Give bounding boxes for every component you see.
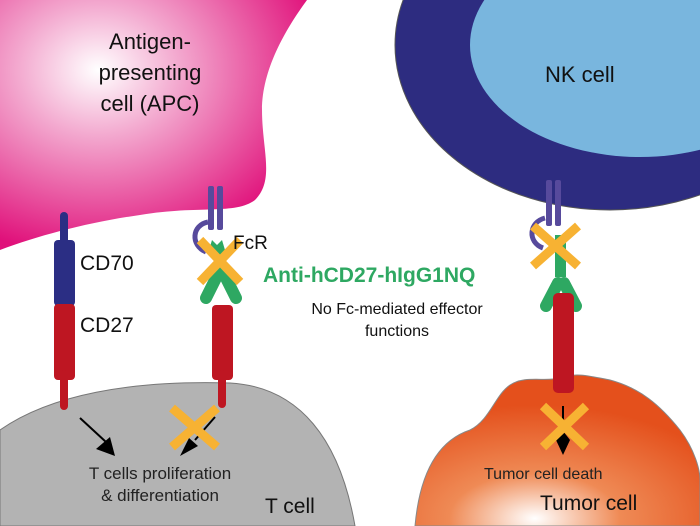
cd27-middle [212, 305, 233, 408]
cd70-label: CD70 [80, 252, 134, 275]
fcr-receptor-middle [192, 186, 223, 255]
antibody-description: No Fc-mediated effector functions [272, 299, 522, 343]
apc-label: Antigen- presenting cell (APC) [60, 26, 240, 119]
antibody-description-line: functions [364, 323, 430, 340]
block-x-signal-middle [169, 404, 220, 451]
cd27-right [553, 293, 574, 393]
tumor-cell-label: Tumor cell [540, 492, 638, 515]
t-cell-effect-line: & differentiation [101, 486, 219, 505]
tumor-effect: Tumor cell death [484, 466, 603, 483]
block-x-fcr-middle [196, 236, 244, 286]
nk-cell [394, 0, 700, 211]
cd27-receptor [54, 304, 75, 380]
cd27-stalk [60, 370, 68, 410]
signal-arrow-left [79, 417, 107, 443]
antibody-name: Anti-hCD27-hIgG1NQ [263, 264, 476, 287]
fcr-receptor-right [529, 180, 561, 251]
apc-label-line: presenting [98, 60, 202, 85]
apc-label-line: Antigen- [109, 29, 191, 54]
fcr-label: FcR [233, 233, 268, 254]
t-cell-effect-line: T cells proliferation [88, 464, 232, 483]
t-cell [0, 382, 356, 526]
t-cell-label: T cell [265, 495, 315, 518]
apc-label-line: cell (APC) [100, 91, 200, 116]
block-x-signal-right [539, 402, 590, 451]
cd70-cd27-complex [54, 212, 75, 410]
t-cell-effect: T cells proliferation & differentiation [40, 463, 280, 507]
nk-cell-label: NK cell [545, 62, 615, 87]
apc-cell [0, 0, 307, 250]
block-x-fcr-right [530, 222, 581, 270]
cd27-label: CD27 [80, 314, 134, 337]
cd70-receptor [54, 240, 75, 306]
arrowhead-middle [180, 438, 198, 456]
antibody-description-line: No Fc-mediated effector [311, 301, 483, 318]
arrowhead-left [96, 437, 115, 456]
